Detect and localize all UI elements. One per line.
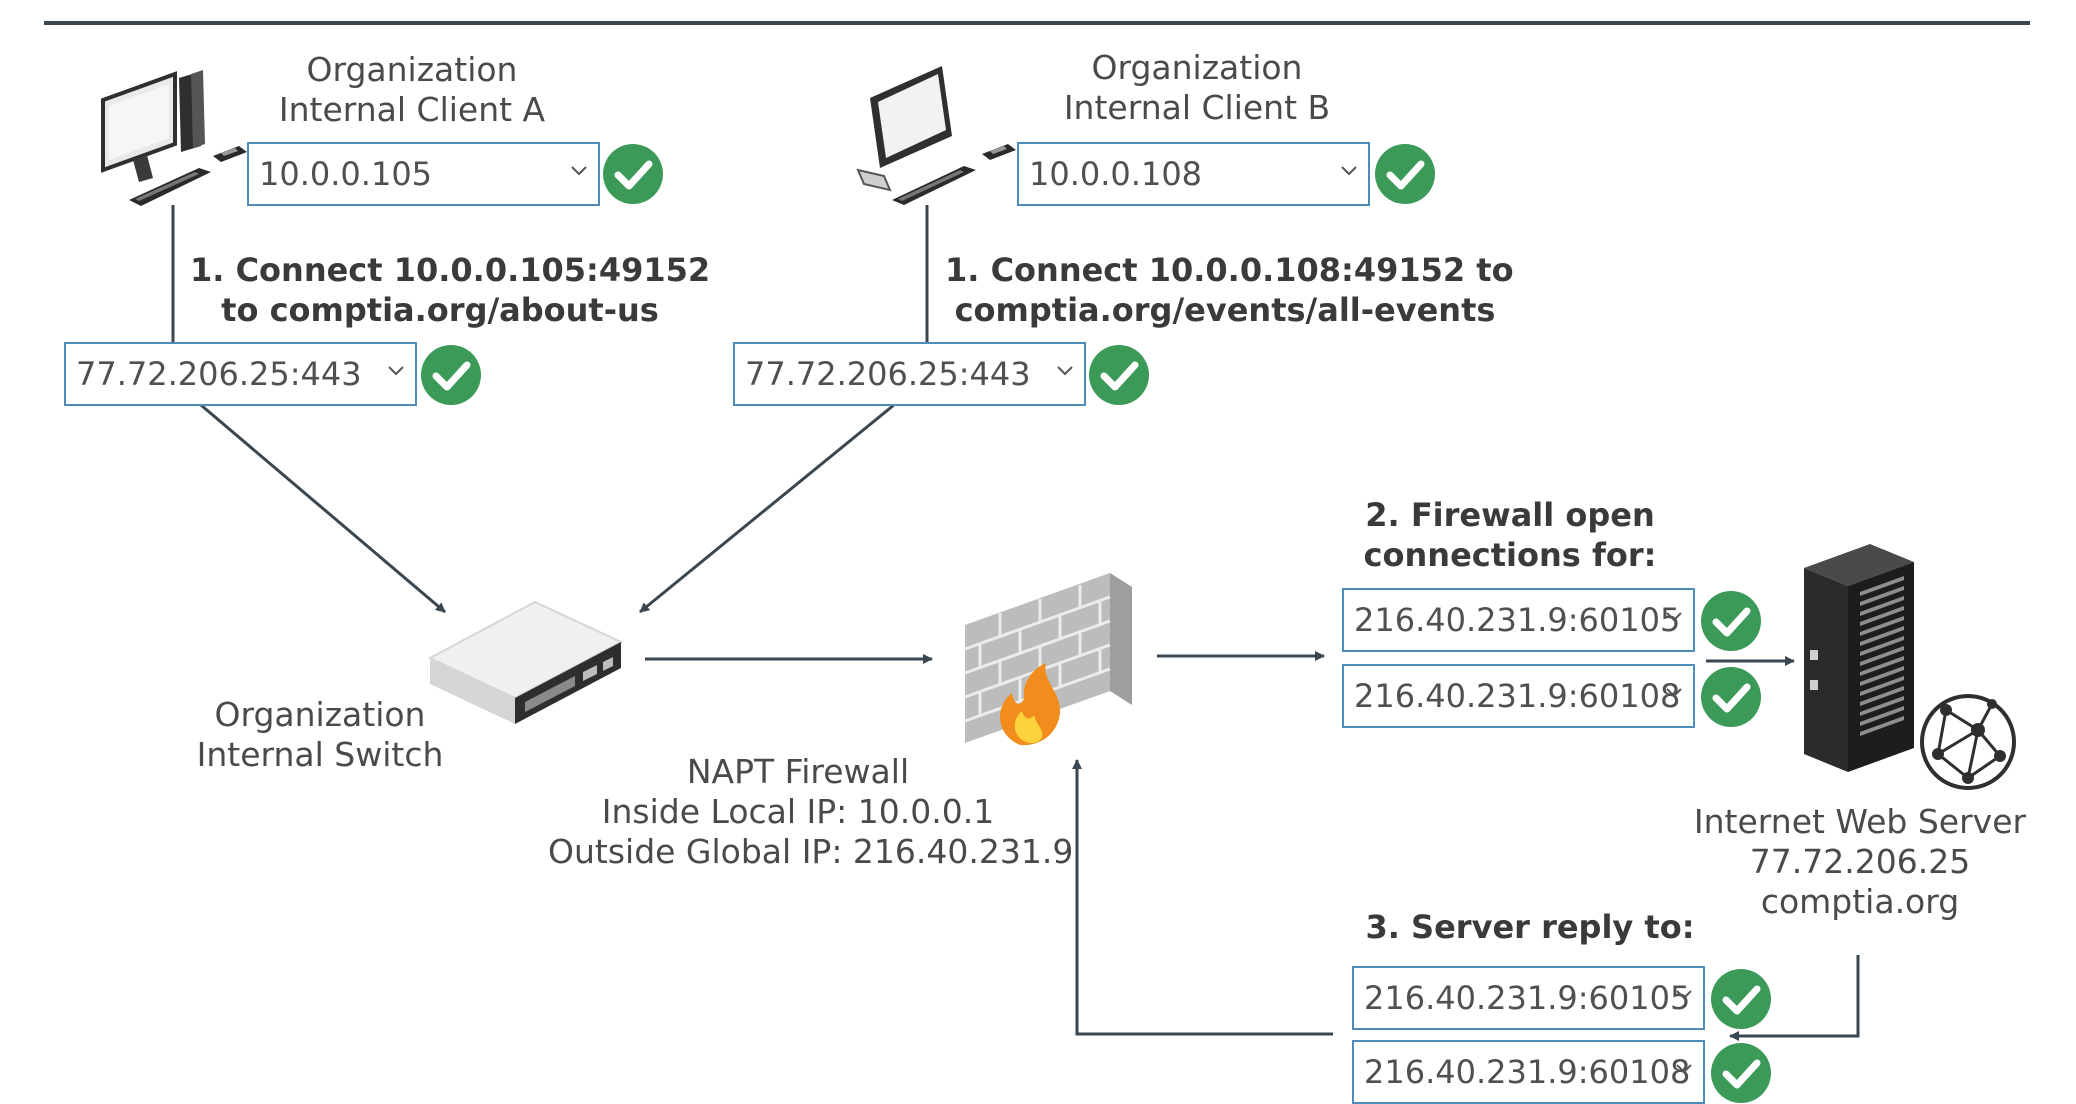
client-a-ip-select[interactable]: 10.0.0.105 [247,142,600,206]
client-a-title-line1: Organization [306,50,518,89]
client-a-destination-select[interactable]: 77.72.206.25:443 [64,342,417,406]
all-in-one-computer-icon [856,66,1016,205]
client-b-destination-select[interactable]: 77.72.206.25:443 [733,342,1086,406]
client-b-title-line1: Organization [1091,48,1303,87]
step2-title: 2. Firewall open connections for: [1300,495,1720,575]
server-label-line2: 77.72.206.25 [1749,842,1971,881]
step2-connection-value-1: 216.40.231.9:60105 [1354,601,1681,639]
check-icon [1701,667,1761,727]
client-a-title-line2: Internal Client A [278,90,546,129]
client-b-ip-select[interactable]: 10.0.0.108 [1017,142,1370,206]
check-icon [1701,591,1761,651]
server-label-line3: comptia.org [1760,882,1960,921]
chevron-down-icon [1057,366,1073,376]
check-icon [1089,345,1149,405]
desktop-computer-icon [101,70,247,206]
client-a-step1-line2: to comptia.org/about-us [221,291,659,329]
client-a-ip-value: 10.0.0.105 [259,155,433,193]
check-icon [1375,144,1435,204]
firewall-label-line3: Outside Global IP: 216.40.231.9 [548,832,1074,871]
step3-reply-select-2[interactable]: 216.40.231.9:60108 [1352,1040,1705,1104]
chevron-down-icon [1676,1064,1692,1074]
firewall-label-line1: NAPT Firewall [686,752,910,791]
switch-label: Organization Internal Switch [190,695,450,775]
step3-reply-value-2: 216.40.231.9:60108 [1364,1053,1691,1091]
step2-connection-select-2[interactable]: 216.40.231.9:60108 [1342,664,1695,728]
server-to-step3-arrow [1729,955,1860,1041]
client-b-step1-line2: comptia.org/events/all-events [954,291,1496,329]
chevron-down-icon [571,166,587,176]
client-b-step1-line1: 1. Connect 10.0.0.108:49152 to [945,251,1514,289]
chevron-down-icon [1341,166,1357,176]
globe-network-icon [1920,694,2016,790]
server-label-line1: Internet Web Server [1693,802,2027,841]
step3-reply-value-1: 216.40.231.9:60105 [1364,979,1691,1017]
step3-reply-select-1[interactable]: 216.40.231.9:60105 [1352,966,1705,1030]
step2-connection-select-1[interactable]: 216.40.231.9:60105 [1342,588,1695,652]
check-icon [1711,969,1771,1029]
step3-title-line1: 3. Server reply to: [1365,908,1695,946]
check-icon [421,345,481,405]
firewall-icon [964,573,1132,746]
client-b-step1-text: 1. Connect 10.0.0.108:49152 to comptia.o… [945,250,1514,330]
server-label: Internet Web Server 77.72.206.25 comptia… [1680,802,2040,922]
step3-title: 3. Server reply to: [1340,907,1720,947]
network-switch-icon [427,600,624,724]
step3-to-firewall-arrow [1072,759,1333,1036]
chevron-down-icon [1666,612,1682,622]
server-rack-icon [1804,544,1914,772]
firewall-label: NAPT Firewall Inside Local IP: 10.0.0.1 … [548,752,1074,872]
firewall-label-line2: Inside Local IP: 10.0.0.1 [601,792,995,831]
chevron-down-icon [1666,688,1682,698]
chevron-down-icon [388,366,404,376]
step2-title-line1: 2. Firewall open [1365,496,1655,534]
client-b-to-switch-arrow [639,398,901,614]
switch-label-line1: Organization [214,695,426,734]
step2-connection-value-2: 216.40.231.9:60108 [1354,677,1681,715]
client-a-to-switch-arrow [194,398,446,614]
client-b-ip-value: 10.0.0.108 [1029,155,1203,193]
check-icon [1711,1043,1771,1103]
client-a-step1-line1: 1. Connect 10.0.0.105:49152 [190,251,711,289]
client-b-title-line2: Internal Client B [1063,88,1331,127]
chevron-down-icon [1676,990,1692,1000]
client-a-title: Organization Internal Client A [262,50,562,130]
switch-label-line2: Internal Switch [196,735,444,774]
client-a-step1-text: 1. Connect 10.0.0.105:49152 to comptia.o… [190,250,711,330]
client-b-title: Organization Internal Client B [1047,48,1347,128]
client-a-destination-value: 77.72.206.25:443 [76,355,362,393]
check-icon [603,144,663,204]
client-b-destination-value: 77.72.206.25:443 [745,355,1031,393]
step2-title-line2: connections for: [1363,536,1657,574]
